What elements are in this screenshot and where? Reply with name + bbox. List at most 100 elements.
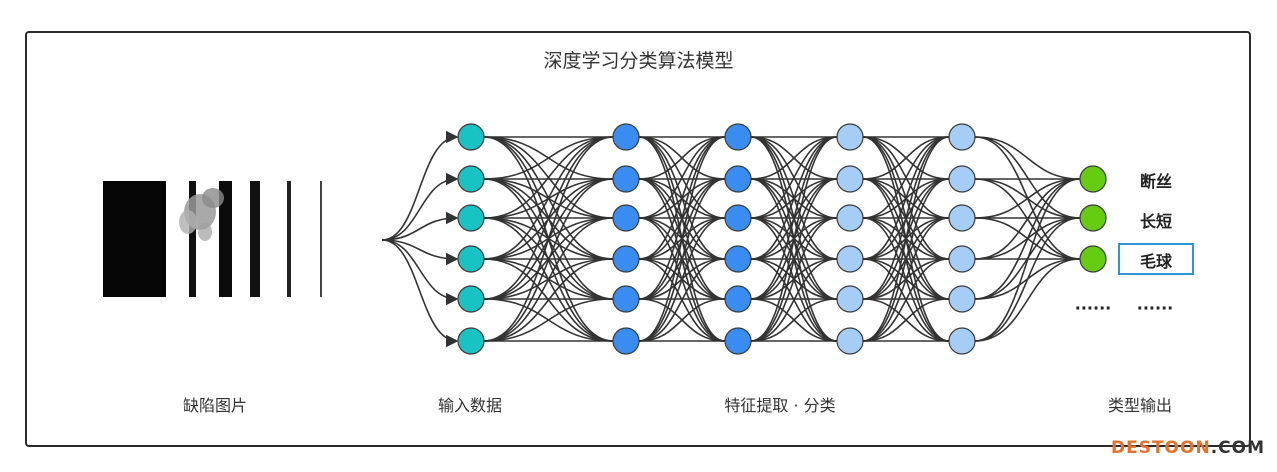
hidden-node-4 [948,165,976,193]
edge [750,136,838,219]
edge [750,136,838,180]
hidden-node-1 [612,123,640,151]
hidden-node-1 [612,165,640,193]
edge [483,136,614,219]
output-node [1079,204,1107,232]
edge [483,136,614,342]
edge [862,136,950,342]
stage-label-input-data: 输入数据 [437,396,503,415]
output-label-pilling: 毛球 [1139,252,1173,271]
hidden-node-2 [724,285,752,313]
diagram-frame [25,31,1251,447]
defect-image [103,181,322,297]
network-edges [381,130,1081,348]
edge [381,130,459,241]
edge [750,298,838,342]
edge [381,239,459,306]
hidden-node-4 [948,245,976,273]
edge [638,217,726,342]
hidden-node-3 [836,165,864,193]
edge [483,136,614,300]
edge [483,258,614,342]
hidden-node-3 [836,327,864,355]
stage-label-defect-image: 缺陷图片 [182,396,248,415]
output-node [1079,165,1107,193]
edge [638,136,726,219]
watermark: DESTOON.COM [1110,438,1265,458]
edge [974,178,1081,260]
edge [483,298,614,342]
input-node [457,123,485,151]
output-label-length: 长短 [1139,212,1173,231]
hidden-node-1 [612,285,640,313]
edge [862,136,950,219]
edge [862,136,950,180]
edge [974,136,1081,219]
edge [483,178,614,342]
diagram-title: 深度学习分类算法模型 [543,50,734,72]
hidden-node-1 [612,204,640,232]
edge [638,178,726,342]
edge [381,172,459,241]
input-node [457,285,485,313]
hidden-node-2 [724,245,752,273]
hidden-node-3 [836,245,864,273]
edge [862,178,950,342]
edge [750,136,838,260]
edge [381,211,459,241]
edge [862,217,950,342]
output-label-ellipsis: ...... [1136,294,1174,314]
edge [750,217,838,342]
edge [862,136,950,260]
hidden-node-3 [836,123,864,151]
hidden-node-3 [836,285,864,313]
hidden-node-4 [948,123,976,151]
input-node [457,165,485,193]
edge [750,258,838,342]
hidden-node-4 [948,204,976,232]
edge [862,298,950,342]
output-label-broken-wire: 断丝 [1139,172,1173,191]
edge [483,136,614,260]
input-node [457,204,485,232]
edge [974,217,1081,342]
hidden-node-3 [836,204,864,232]
hidden-node-2 [724,204,752,232]
edge [974,178,1081,219]
edge [381,239,459,266]
hidden-node-4 [948,327,976,355]
edge [974,178,1081,342]
hidden-node-2 [724,327,752,355]
edge [750,136,838,342]
edge [638,258,726,342]
hidden-node-2 [724,165,752,193]
edge [638,136,726,300]
hidden-node-4 [948,285,976,313]
output-node-ellipsis: ...... [1074,294,1112,314]
edge [638,136,726,260]
edge [381,239,459,348]
network-nodes [457,123,1107,355]
edge [483,217,614,342]
edge [974,136,1081,180]
edge [862,136,950,300]
input-node [457,245,485,273]
hidden-node-2 [724,123,752,151]
stage-label-feature-extraction: 特征提取 · 分类 [724,396,836,415]
hidden-node-1 [612,245,640,273]
edge [750,136,838,300]
edge [974,258,1081,342]
edge [974,178,1081,300]
edge [638,298,726,342]
edge [750,178,838,342]
edge [483,136,614,180]
output-node [1079,245,1107,273]
edge [638,136,726,342]
input-node [457,327,485,355]
edge [638,136,726,180]
hidden-node-1 [612,327,640,355]
edge [862,258,950,342]
highlight-box [1118,243,1194,275]
stage-label-type-output: 类型输出 [1107,396,1173,415]
